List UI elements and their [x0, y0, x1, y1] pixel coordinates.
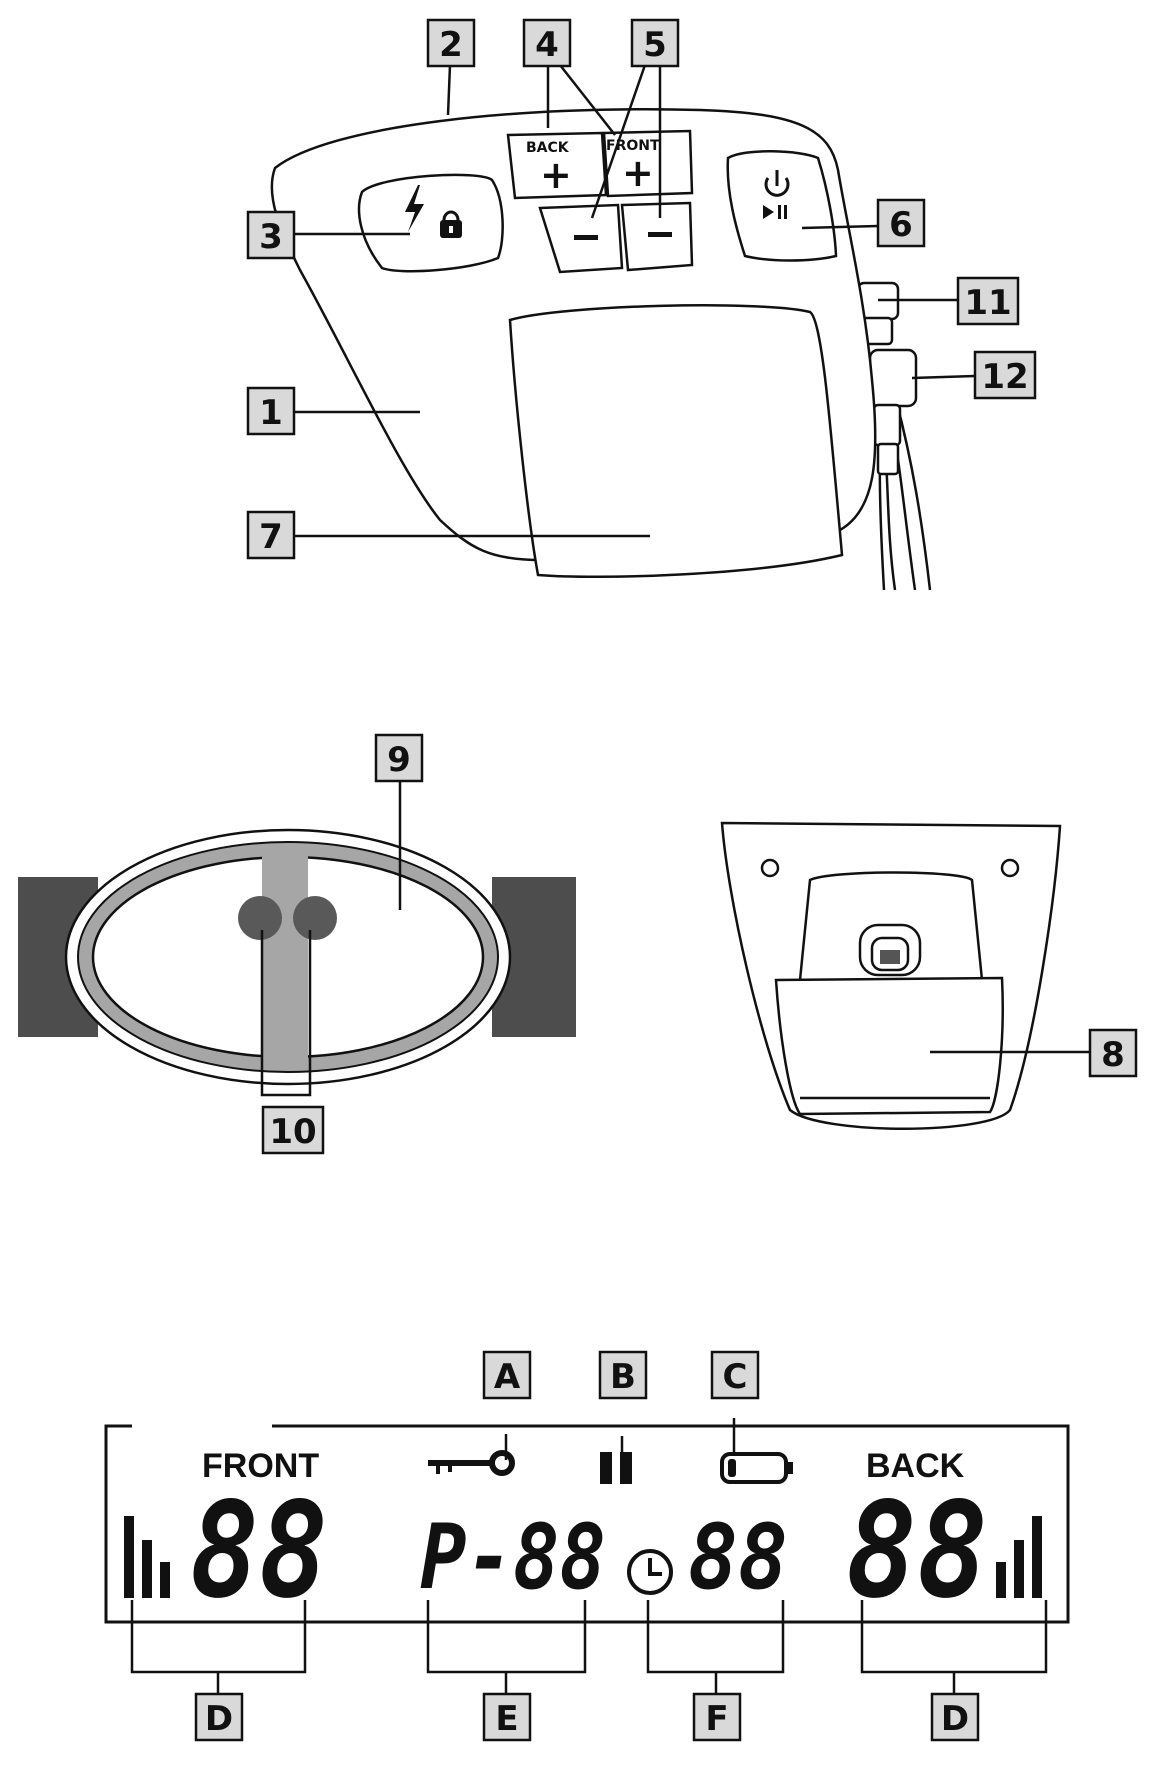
lcd-display: FRONT BACK 88 P-88 88 88 [104, 1423, 1070, 1674]
lcd-frame [104, 1424, 1070, 1624]
pause-icon [600, 1452, 632, 1484]
intensity-lock-button[interactable] [357, 173, 504, 273]
play-pause-icon [763, 205, 787, 219]
plus-icon: + [622, 151, 654, 195]
callout-F: F [692, 1692, 742, 1742]
back-plus-button[interactable]: BACK + [506, 131, 608, 200]
callout-3: 3 [246, 210, 296, 260]
front-intensity-digits: 88 [190, 1474, 328, 1628]
power-icon [764, 170, 790, 197]
svg-text:6: 6 [889, 205, 913, 245]
svg-text:D: D [941, 1699, 969, 1739]
callout-A: A [482, 1350, 532, 1400]
callout-9: 9 [374, 733, 424, 783]
electrode-dot-left [238, 896, 282, 940]
signal-bars-icon [996, 1516, 1042, 1598]
callout-4: 4 [522, 18, 572, 68]
svg-text:9: 9 [387, 740, 411, 780]
svg-text:2: 2 [439, 25, 463, 65]
callout-D-left: D [194, 1692, 244, 1742]
callout-8: 8 [1088, 1028, 1138, 1078]
front-label: FRONT [202, 1447, 319, 1485]
callout-5: 5 [630, 18, 680, 68]
signal-bars-icon [124, 1516, 170, 1598]
power-play-button[interactable] [726, 150, 838, 262]
svg-text:E: E [495, 1699, 518, 1739]
callout-D-right: D [930, 1692, 980, 1742]
battery-icon [720, 1452, 793, 1484]
svg-text:A: A [494, 1357, 521, 1397]
svg-text:D: D [205, 1699, 233, 1739]
screw-hole-right [1000, 858, 1020, 878]
svg-text:C: C [723, 1357, 748, 1397]
callout-12: 12 [973, 350, 1037, 400]
leader-lines [216, 64, 1090, 1694]
svg-text:4: 4 [535, 25, 559, 65]
device-front-view: BACK + FRONT + [270, 107, 932, 591]
back-label: BACK [866, 1447, 965, 1485]
svg-text:3: 3 [259, 217, 283, 257]
battery-cover [508, 304, 844, 579]
program-digits: P-88 [420, 1505, 606, 1610]
plus-icon: + [540, 153, 572, 197]
svg-text:10: 10 [269, 1112, 316, 1152]
lock-icon [440, 210, 462, 238]
svg-text:7: 7 [259, 517, 283, 557]
svg-text:B: B [610, 1357, 636, 1397]
minus-icon [574, 235, 598, 240]
callout-10: 10 [261, 1105, 325, 1155]
callout-E: E [482, 1692, 532, 1742]
back-intensity-digits: 88 [846, 1474, 988, 1628]
back-minus-button[interactable] [538, 203, 624, 274]
back-cover [774, 976, 1004, 1116]
electrode-belt [18, 828, 576, 1086]
connector-12 [868, 348, 918, 476]
svg-text:8: 8 [1101, 1035, 1125, 1075]
clock-icon [627, 1549, 673, 1595]
electrode-dot-right [293, 896, 337, 940]
callout-7: 7 [246, 510, 296, 560]
callout-2: 2 [426, 18, 476, 68]
callout-C: C [710, 1350, 760, 1400]
lightning-icon [405, 185, 424, 232]
callout-11: 11 [956, 276, 1020, 326]
svg-text:5: 5 [643, 25, 667, 65]
front-plus-button[interactable]: FRONT + [602, 129, 694, 198]
svg-text:1: 1 [259, 393, 283, 433]
timer-digits: 88 [688, 1505, 788, 1610]
svg-text:12: 12 [981, 357, 1028, 397]
minus-icon [648, 232, 672, 237]
front-minus-button[interactable] [620, 201, 694, 272]
callout-1: 1 [246, 386, 296, 436]
pad-t-bar [262, 846, 308, 1062]
device-back-view [720, 821, 1062, 1130]
callout-B: B [598, 1350, 648, 1400]
callout-6: 6 [876, 198, 926, 248]
svg-text:11: 11 [964, 283, 1011, 323]
svg-text:F: F [705, 1699, 728, 1739]
screw-hole-left [760, 858, 780, 878]
clip-slot [858, 923, 922, 977]
back-button-label: BACK [526, 140, 570, 156]
key-icon [428, 1450, 515, 1476]
